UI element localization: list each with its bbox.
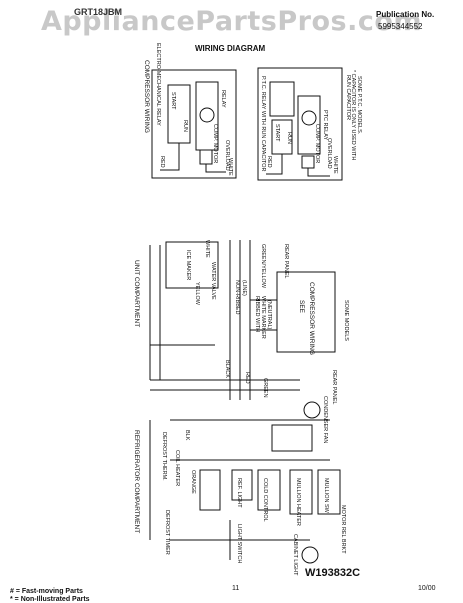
see-label: SEE [298, 300, 305, 314]
right-comp-motor-label: COMP. MOTOR [314, 124, 320, 163]
cabinet-light-bulb [301, 546, 319, 564]
white-wire-left [205, 164, 226, 173]
left-overload-label: OVERLOAD [224, 140, 230, 171]
green-label: GREEN [262, 378, 268, 398]
right-note1: * CAPACITOR IS ONLY USED WITH [350, 70, 356, 160]
line-label: (LINE) [241, 280, 247, 296]
right-overload-label: OVERLOAD [326, 138, 332, 169]
ref-light-block [231, 469, 253, 501]
watermark: AppliancePartsPros.com [40, 6, 423, 37]
right-red-label: RED [266, 156, 272, 168]
cold-control-block [257, 469, 281, 511]
right-note2: SOME P.T.C. MODELS. [356, 76, 362, 135]
publication-number: 5995344552 [378, 22, 423, 31]
right-start-label: START [274, 124, 280, 142]
page-number: 11 [232, 585, 240, 592]
overload-block [199, 149, 213, 165]
neutral-label: (NEUTRAL) [266, 300, 272, 330]
left-comp-motor-label: COMP. MOTOR [212, 124, 218, 163]
refrigerator-compartment-label: REFRIGERATOR COMPARTMENT [133, 430, 140, 533]
mullion-switch-block [317, 469, 341, 515]
left-red-label: RED [159, 156, 165, 168]
right-comp-motor-block [297, 95, 321, 155]
ice-maker-label: ICE MAKER [185, 250, 191, 280]
rear-panel-label-top: REAR PANEL [283, 244, 289, 278]
right-overload-block [301, 155, 315, 169]
mullion-switch-label: MULLION SW [323, 478, 329, 514]
red-wire-left [160, 143, 180, 171]
right-motor-symbol [301, 110, 317, 126]
model-number: GRT18JBM [74, 7, 123, 17]
left-white-label: WHITE [227, 158, 233, 176]
orange-label: ORANGE [190, 470, 196, 494]
ribbed-label: RIBBED WITH [254, 296, 260, 332]
footnote-fast-moving: # = Fast-moving Parts [10, 588, 83, 595]
rear-panel-label-mid: REAR PANEL [331, 370, 337, 404]
compressor-wiring-box [276, 271, 336, 353]
fan-bracket [271, 424, 313, 452]
red-wire-right [266, 154, 283, 175]
ice-maker-block [165, 241, 219, 289]
condenser-fan-label: CONDENSER FAN [322, 396, 328, 443]
some-models-label: SOME MODELS [343, 300, 349, 341]
white-label-top: WHITE [204, 240, 210, 258]
compressor-left-heading1: COMPRESSOR WIRING [143, 60, 150, 133]
diagram-title: WIRING DIAGRAM [195, 44, 266, 53]
right-heading2: P.T.C. RELAY WITH RUN CAPACITOR [260, 76, 266, 171]
white-wire-right [307, 168, 330, 177]
motor-symbol [199, 107, 215, 123]
black-label: BLACK [224, 360, 230, 378]
unit-compartment-label: UNIT COMPARTMENT [133, 260, 140, 327]
green-yellow-label: GREEN/YELLOW [260, 244, 266, 289]
main-wiring [149, 240, 341, 564]
compressor-wiring-label: COMPRESSOR WIRING [308, 282, 315, 355]
left-run-label: RUN [182, 120, 188, 132]
compressor-left-heading2: ELECTRO-MECHANICAL RELAY [155, 43, 161, 126]
left-start-label: START [170, 92, 176, 110]
blk-label: BLK [184, 430, 190, 441]
white-marker-label: WHITE MARKER [260, 296, 266, 339]
compressor-box-ptc [257, 67, 343, 181]
run-capacitor-block [269, 81, 295, 117]
mullion-heater-block [289, 469, 313, 515]
figure-number: W193832C [305, 567, 361, 579]
yellow-label: YELLOW [194, 282, 200, 306]
ref-light-label: REF. LIGHT [236, 478, 242, 508]
right-heading1: RUN CAPACITOR [345, 75, 351, 120]
left-relay-label: RELAY [220, 90, 226, 108]
coil-heater-label: COIL HEATER [174, 450, 180, 486]
defrost-therm-label: DEFROST THERM. [161, 432, 167, 481]
non-ribbed-label: NON-RIBBED [234, 280, 240, 315]
cold-control-label: COLD CONTROL [262, 478, 268, 522]
defrost-timer-label: DEFROST TIMER [164, 510, 170, 555]
red-label: RED [244, 372, 250, 384]
publication-label: Publication No. [376, 10, 435, 19]
compressor-box-left-frame [151, 69, 237, 179]
publication-date: 10/00 [418, 585, 436, 592]
right-ptc-relay-label: PTC RELAY [322, 110, 328, 140]
motor-bracket-label: MOTOR REL BRKT [340, 505, 346, 554]
compressor-box-right-frame [257, 67, 343, 181]
mullion-heater-label: MULLION HEATER [295, 478, 301, 526]
water-valve-label: WATER VALVE [210, 262, 216, 300]
condenser-fan-motor [303, 401, 321, 419]
defrost-timer-block [199, 469, 221, 511]
light-switch-label: LIGHT SWITCH [236, 524, 242, 563]
cabinet-light-label: CABINET LIGHT [292, 534, 298, 576]
right-white-label: WHITE [332, 156, 338, 174]
right-run-label: RUN [286, 132, 292, 144]
compressor-box-electro-mechanical [151, 69, 237, 179]
